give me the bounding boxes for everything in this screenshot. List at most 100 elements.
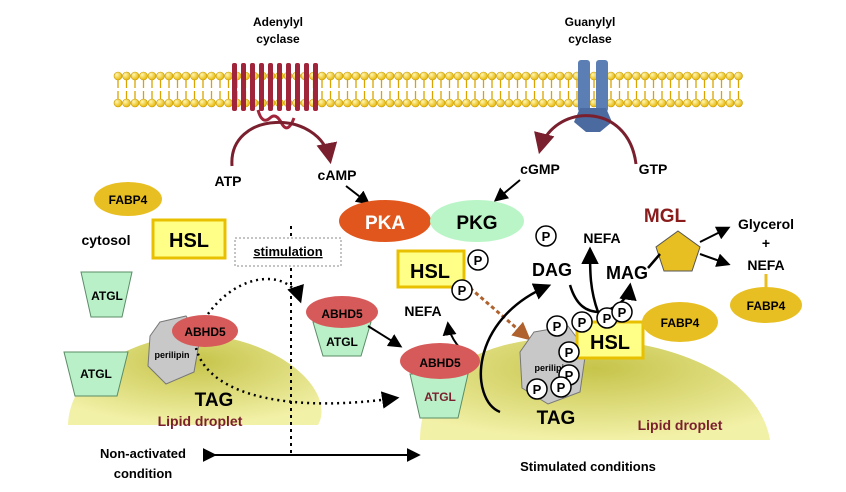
lipid-head bbox=[130, 71, 140, 81]
tag-to-dag-arrow bbox=[479, 283, 552, 414]
lipid-head bbox=[496, 71, 505, 81]
lipid-head bbox=[462, 71, 471, 81]
lipid-head bbox=[385, 71, 395, 81]
lipid-head bbox=[453, 98, 463, 108]
right-abhd5 bbox=[400, 343, 480, 379]
lipid-head bbox=[377, 98, 386, 108]
lipid-head bbox=[198, 71, 208, 81]
camp-label: cAMP bbox=[318, 167, 357, 183]
lipid-head bbox=[436, 98, 446, 108]
lipid-head bbox=[411, 71, 420, 81]
phosphate-circle bbox=[558, 341, 580, 363]
lipid-head bbox=[496, 98, 505, 108]
abhd5-to-center-dotted-arrow bbox=[206, 277, 304, 315]
mgl-to-nefa-arrow bbox=[699, 253, 731, 267]
lipid-head bbox=[377, 71, 386, 81]
lipid-head bbox=[207, 98, 216, 108]
gtp-to-cgmp-arrow bbox=[534, 114, 638, 165]
lipid-head bbox=[419, 98, 429, 108]
lipid-head bbox=[326, 71, 335, 81]
lipid-head bbox=[683, 71, 692, 81]
lipid-head bbox=[666, 71, 675, 81]
lipid-head bbox=[113, 98, 123, 108]
lipid-head bbox=[504, 71, 514, 81]
lipid-head bbox=[164, 71, 174, 81]
lipid-head bbox=[521, 98, 531, 108]
lipid-head bbox=[513, 71, 522, 81]
right-fabp4-right-label: FABP4 bbox=[747, 299, 786, 313]
pkg-label: PKG bbox=[456, 213, 497, 234]
right-atgl-label: ATGL bbox=[424, 390, 456, 404]
lipid-head bbox=[122, 71, 131, 81]
lipid-head bbox=[530, 98, 539, 108]
lipid-head bbox=[657, 98, 667, 108]
lipid-head bbox=[368, 71, 378, 81]
atp-label: ATP bbox=[215, 173, 242, 189]
lipid-head bbox=[198, 98, 208, 108]
lipid-head bbox=[717, 71, 726, 81]
adenylyl-cyclase-receptor bbox=[232, 63, 318, 130]
lipid-head bbox=[147, 98, 157, 108]
lipid-head bbox=[343, 98, 352, 108]
lipid-head bbox=[334, 71, 344, 81]
plus-label: + bbox=[762, 235, 770, 251]
right-lipid-droplet-label: Lipid droplet bbox=[638, 417, 723, 433]
phosphate-label: P bbox=[553, 319, 562, 334]
non-activated-label-line2: condition bbox=[114, 466, 173, 481]
lipid-head bbox=[470, 98, 480, 108]
lipid-head bbox=[207, 71, 216, 81]
lipid-head bbox=[351, 71, 361, 81]
lipid-head bbox=[317, 98, 327, 108]
lipid-head bbox=[606, 98, 616, 108]
lipid-head bbox=[691, 98, 701, 108]
lipid-head bbox=[351, 98, 361, 108]
mgl-label: MGL bbox=[644, 206, 687, 227]
phosphate-label: P bbox=[542, 229, 551, 244]
lipid-head bbox=[360, 71, 369, 81]
hsl-to-nefa-arrow bbox=[581, 246, 600, 313]
lipid-head bbox=[445, 98, 454, 108]
lipid-head bbox=[394, 71, 403, 81]
lipid-head bbox=[156, 98, 165, 108]
right-nefa-top-label: NEFA bbox=[583, 230, 620, 246]
lipid-head bbox=[326, 98, 335, 108]
pkg bbox=[430, 200, 524, 242]
gtp-label: GTP bbox=[639, 161, 668, 177]
phosphate-circle bbox=[611, 301, 633, 323]
lipid-head bbox=[615, 98, 624, 108]
stimulated-label: Stimulated conditions bbox=[520, 459, 656, 474]
cell-membrane bbox=[113, 71, 743, 108]
lipid-head bbox=[224, 98, 233, 108]
lipid-head bbox=[224, 71, 233, 81]
lipid-head bbox=[700, 98, 709, 108]
stimulation-label: stimulation bbox=[253, 244, 322, 259]
hsl-translocation-arrow bbox=[469, 286, 531, 341]
lipid-head bbox=[734, 98, 743, 108]
lipid-head bbox=[700, 71, 709, 81]
lipid-head bbox=[122, 98, 131, 108]
lipid-head bbox=[190, 98, 199, 108]
lipid-head bbox=[615, 71, 624, 81]
mgl-to-glycerol-arrow bbox=[699, 226, 731, 243]
lipid-head bbox=[691, 71, 701, 81]
center-abhd5 bbox=[306, 296, 378, 328]
right-hsl-droplet-label: HSL bbox=[590, 332, 630, 354]
cgmp-to-pkg-arrow bbox=[493, 179, 521, 202]
lipid-head bbox=[683, 98, 692, 108]
camp-to-pka-arrow bbox=[345, 185, 371, 205]
left-atgl-cytosol-label: ATGL bbox=[91, 289, 123, 303]
phosphate-circle bbox=[550, 376, 572, 398]
phosphate-circle bbox=[546, 315, 568, 337]
lipid-head bbox=[343, 71, 352, 81]
cytosol-label: cytosol bbox=[81, 232, 130, 248]
phosphate-circle bbox=[526, 378, 548, 400]
right-nefa-right-label: NEFA bbox=[747, 257, 784, 273]
lipid-head bbox=[623, 98, 633, 108]
lipid-head bbox=[402, 98, 412, 108]
glycerol-label: Glycerol bbox=[738, 216, 794, 232]
guanylyl-cyclase-label-line1: Guanylyl bbox=[565, 15, 616, 29]
lipid-head bbox=[173, 71, 182, 81]
lipid-head bbox=[632, 98, 641, 108]
lipid-head bbox=[139, 98, 148, 108]
lipid-head bbox=[674, 98, 684, 108]
